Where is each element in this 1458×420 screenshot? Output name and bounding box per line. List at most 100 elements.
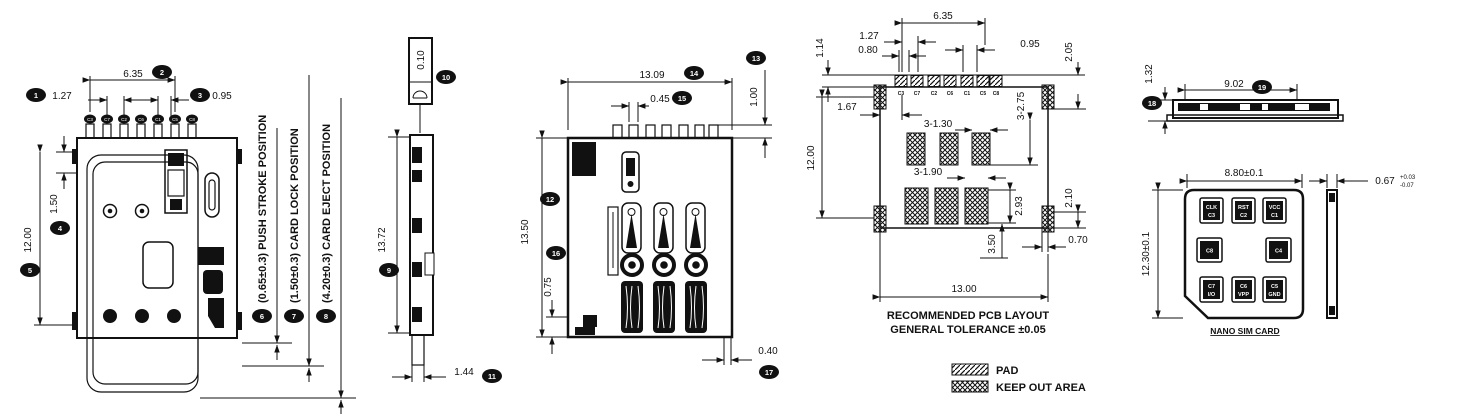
balloon-pos1: 6 bbox=[252, 309, 272, 323]
solder-pads bbox=[621, 281, 707, 333]
balloon-pos3: 8 bbox=[316, 309, 336, 323]
detect-contact bbox=[621, 151, 640, 193]
slot-inner bbox=[208, 179, 216, 211]
balloon-number: 12 bbox=[546, 195, 554, 204]
flatness-value: 0.10 bbox=[416, 50, 427, 70]
dim-text: 0.40 bbox=[758, 346, 778, 357]
balloon-1-44: 11 bbox=[482, 369, 502, 383]
dim-text: 0.95 bbox=[1020, 39, 1040, 50]
pad-name: C8 bbox=[993, 91, 1000, 97]
dim-8-80: 8.80±0.1 bbox=[1179, 168, 1303, 188]
card-pad-label: GND bbox=[1268, 292, 1280, 298]
balloon-flatness: 10 bbox=[436, 70, 456, 84]
card-pad-label: C4 bbox=[1275, 249, 1283, 255]
dim-text: 0.75 bbox=[543, 277, 554, 297]
eject-mechanism bbox=[198, 247, 224, 328]
dim-pcb-1-27: 1.27 bbox=[859, 31, 936, 72]
dim-6-35: 6.35 bbox=[82, 69, 176, 112]
dim-text: 6.35 bbox=[123, 69, 143, 80]
corner-block bbox=[572, 142, 596, 176]
balloon-0-45: 15 bbox=[672, 91, 692, 105]
balloon-number: 2 bbox=[160, 68, 164, 77]
side-body-outline bbox=[409, 134, 434, 336]
pad-name: C7 bbox=[914, 91, 921, 97]
bottom-view: 13.09 0.45 1.00 13.50 0.75 0.40 12 13 14… bbox=[520, 51, 779, 379]
balloon-number: 3 bbox=[198, 91, 202, 100]
card-pad-label: CLK bbox=[1206, 205, 1217, 211]
position-annotations: (0.65±0.3) PUSH STROKE POSITION (1.50±0.… bbox=[200, 75, 356, 414]
contact-dot bbox=[103, 309, 117, 323]
balloon-0-95: 3 bbox=[190, 88, 210, 102]
legend: PAD KEEP OUT AREA bbox=[951, 363, 1086, 394]
card-pad-label: I/O bbox=[1208, 292, 1216, 298]
tol-minus: -0.07 bbox=[1400, 183, 1414, 189]
pcb-outline bbox=[879, 86, 1049, 229]
dim-text: 3-1.90 bbox=[914, 167, 943, 178]
card-pad-c1: VCC C1 bbox=[1262, 197, 1287, 224]
pad-name: C5 bbox=[980, 91, 987, 97]
card-caption: NANO SIM CARD bbox=[1210, 326, 1279, 336]
dim-text: 13.00 bbox=[951, 284, 976, 295]
dim-text: 12.00 bbox=[23, 227, 34, 252]
balloon-number: 8 bbox=[324, 312, 328, 321]
card-outline bbox=[1183, 188, 1305, 320]
balloon-number: 1 bbox=[34, 91, 38, 100]
dim-text: 0.67 bbox=[1375, 176, 1395, 187]
side-slot bbox=[607, 206, 619, 276]
dim-text: 3.50 bbox=[987, 234, 998, 254]
card-pad-label: RST bbox=[1238, 205, 1250, 211]
spring-contacts bbox=[621, 202, 706, 254]
card-pad-label: C2 bbox=[1240, 213, 1247, 219]
front-body-outline bbox=[1172, 99, 1339, 119]
dim-pcb-0-95: 0.95 bbox=[945, 39, 1040, 72]
dim-text: 12.30±0.1 bbox=[1141, 231, 1152, 276]
balloon-number: 17 bbox=[765, 368, 773, 377]
dim-text: 1.67 bbox=[837, 102, 857, 113]
balloon-number: 4 bbox=[58, 224, 63, 233]
dim-12-00: 12.00 bbox=[23, 144, 77, 326]
dim-text: 1.27 bbox=[52, 91, 72, 102]
balloon-number: 18 bbox=[1148, 99, 1156, 108]
balloon-number: 5 bbox=[28, 266, 32, 275]
pin-label: C6 bbox=[138, 117, 144, 122]
dim-pcb-1-14: 1.14 bbox=[815, 38, 880, 102]
guide-hole bbox=[102, 203, 118, 219]
dim-text: 13.72 bbox=[377, 227, 388, 252]
solder-tail bbox=[411, 334, 425, 366]
balloon-number: 16 bbox=[552, 249, 560, 258]
dim-pcb-2-05: 2.05 bbox=[1054, 42, 1086, 110]
pad-name: C6 bbox=[947, 91, 954, 97]
pad-name: C3 bbox=[898, 91, 905, 97]
dim-13-09: 13.09 bbox=[560, 70, 733, 130]
balloon-number: 10 bbox=[442, 73, 450, 82]
legend-keep-out-label: KEEP OUT AREA bbox=[996, 382, 1086, 394]
pin-label: C7 bbox=[104, 117, 110, 122]
balloon-0-40: 17 bbox=[759, 365, 779, 379]
dim-pcb-0-80: 0.80 bbox=[858, 45, 926, 72]
pin-label: C5 bbox=[172, 117, 178, 122]
dim-text: 1.50 bbox=[49, 194, 60, 214]
terminal-pins: C3 C7 C2 C6 C1 C5 C8 bbox=[84, 114, 198, 139]
flatness-tolerance-frame: 0.10 bbox=[408, 37, 433, 133]
dim-text: 9.02 bbox=[1224, 79, 1244, 90]
side-tab bbox=[72, 312, 77, 330]
dim-text: 6.35 bbox=[933, 11, 953, 22]
pin-label: C3 bbox=[87, 117, 93, 122]
dim-pcb-3-2-75: 3-2.75 bbox=[990, 91, 1038, 166]
dim-text: 1.14 bbox=[815, 38, 826, 58]
balloon-6-35: 2 bbox=[152, 65, 172, 79]
tol-plus: +0.03 bbox=[1400, 175, 1416, 181]
side-view: 0.10 13.72 1.44 9 10 11 bbox=[377, 37, 502, 383]
side-tab bbox=[237, 149, 242, 164]
pad-name: C2 bbox=[931, 91, 938, 97]
dim-pcb-0-70: 0.70 bbox=[1022, 235, 1088, 250]
balloon-1-50: 4 bbox=[50, 221, 70, 235]
center-window bbox=[142, 241, 174, 289]
dim-0-45: 0.45 bbox=[611, 94, 670, 122]
dim-1-50: 1.50 bbox=[49, 136, 77, 214]
dim-0-95: 0.95 bbox=[140, 91, 232, 118]
balloon-number: 11 bbox=[488, 372, 496, 381]
keep-out-corners bbox=[873, 84, 1055, 233]
card-pad-c6: C6 VPP bbox=[1231, 276, 1256, 303]
side-tab bbox=[237, 312, 242, 330]
